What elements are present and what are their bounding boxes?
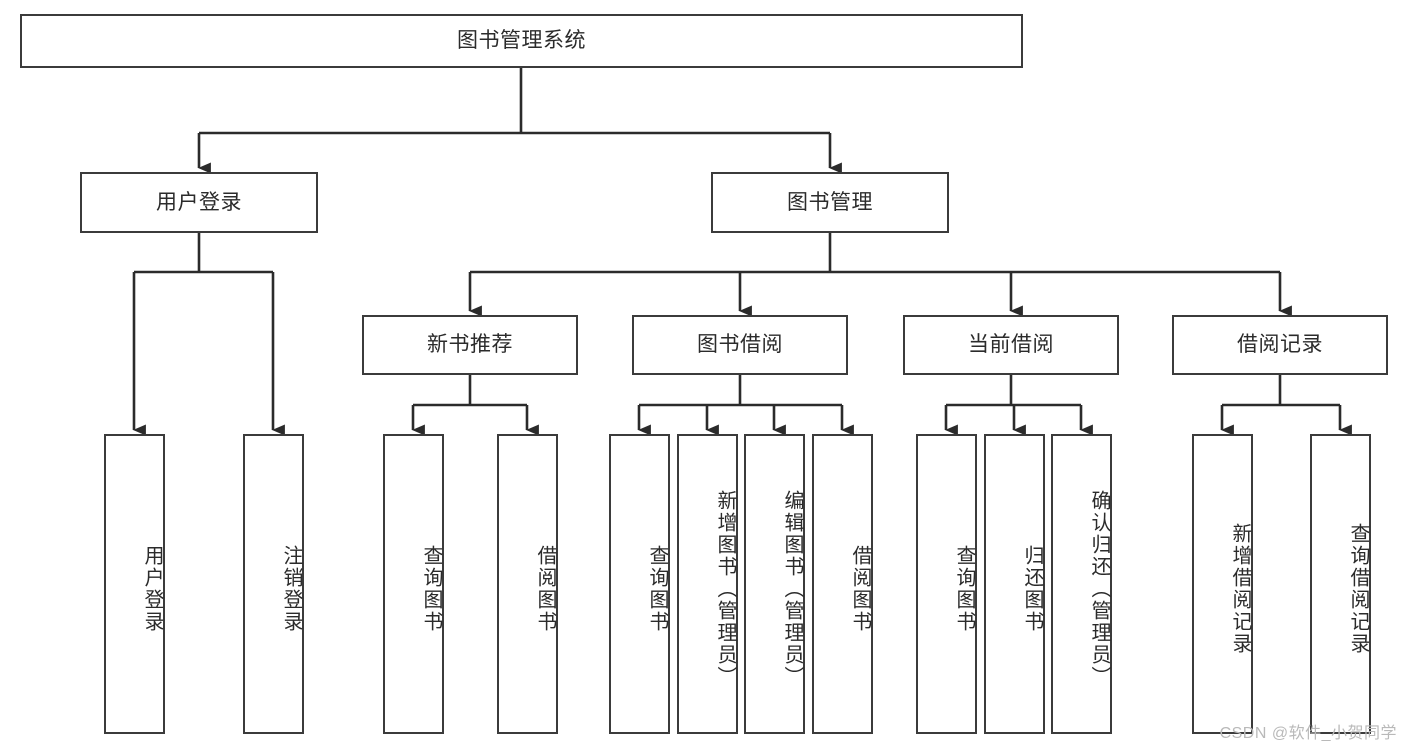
node-leaf-add-book[interactable]: 新增图书（管理员） <box>677 434 738 734</box>
node-label: 图书管理 <box>787 190 873 214</box>
node-label: 用户登录 <box>156 190 242 214</box>
node-label: 编辑图书（管理员） <box>781 490 803 688</box>
node-leaf-add-borrow-record[interactable]: 新增借阅记录 <box>1192 434 1253 734</box>
node-label: 查询借阅记录 <box>1347 523 1369 655</box>
node-leaf-logout-login[interactable]: 注销登录 <box>243 434 304 734</box>
node-new-book-recommend[interactable]: 新书推荐 <box>362 315 578 375</box>
node-label: 借阅记录 <box>1237 333 1323 357</box>
node-label: 查询图书 <box>646 545 668 633</box>
node-label: 新增图书（管理员） <box>714 490 736 688</box>
node-label: 图书借阅 <box>697 333 783 357</box>
node-leaf-borrow-book-recommend[interactable]: 借阅图书 <box>497 434 558 734</box>
node-current-borrow[interactable]: 当前借阅 <box>903 315 1119 375</box>
node-leaf-borrow-book[interactable]: 借阅图书 <box>812 434 873 734</box>
node-label: 借阅图书 <box>849 545 871 633</box>
node-label: 新增借阅记录 <box>1229 523 1251 655</box>
node-label: 注销登录 <box>280 545 302 633</box>
node-label: 查询图书 <box>953 545 975 633</box>
node-label: 查询图书 <box>420 545 442 633</box>
node-leaf-user-login[interactable]: 用户登录 <box>104 434 165 734</box>
csdn-watermark: CSDN @软件_小贺同学 <box>1219 725 1397 742</box>
node-label: 新书推荐 <box>427 333 513 357</box>
node-leaf-edit-book[interactable]: 编辑图书（管理员） <box>744 434 805 734</box>
node-leaf-query-borrow-record[interactable]: 查询借阅记录 <box>1310 434 1371 734</box>
node-label: 归还图书 <box>1021 545 1043 633</box>
node-leaf-query-book-current[interactable]: 查询图书 <box>916 434 977 734</box>
node-leaf-confirm-return[interactable]: 确认归还（管理员） <box>1051 434 1112 734</box>
node-book-borrow[interactable]: 图书借阅 <box>632 315 848 375</box>
node-leaf-return-book[interactable]: 归还图书 <box>984 434 1045 734</box>
node-book-manage[interactable]: 图书管理 <box>711 172 949 233</box>
node-system-title[interactable]: 图书管理系统 <box>20 14 1023 68</box>
node-leaf-query-book-recommend[interactable]: 查询图书 <box>383 434 444 734</box>
node-user-login[interactable]: 用户登录 <box>80 172 318 233</box>
node-label: 用户登录 <box>141 545 163 633</box>
node-leaf-query-book-borrow[interactable]: 查询图书 <box>609 434 670 734</box>
node-label: 借阅图书 <box>534 545 556 633</box>
node-label: 确认归还（管理员） <box>1088 490 1110 688</box>
node-label: 当前借阅 <box>968 333 1054 357</box>
node-label: 图书管理系统 <box>457 29 586 53</box>
node-borrow-record[interactable]: 借阅记录 <box>1172 315 1388 375</box>
